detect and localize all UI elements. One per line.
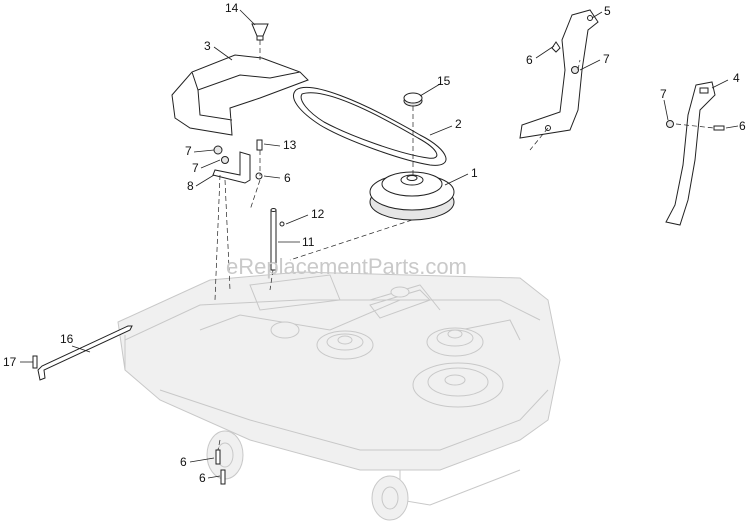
nut-lower-left: [221, 156, 229, 164]
deck-idler-assembly: [270, 286, 431, 339]
callout-5: 5: [604, 4, 611, 18]
side-bracket-lower: [665, 81, 725, 226]
nut-upper-left: [213, 145, 223, 155]
callout-2: 2: [455, 117, 462, 131]
callout-6-lower-bracket: 6: [739, 119, 746, 133]
callout-7-cover: 7: [185, 144, 192, 158]
callout-6-bracket: 6: [284, 171, 291, 185]
lift-rod: [37, 325, 133, 381]
callout-13: 13: [283, 138, 297, 152]
callout-17: 17: [3, 355, 17, 369]
deck-spindle-pulley-front: [412, 362, 504, 408]
leader-lines: [20, 9, 739, 479]
callout-6-wheel-upper: 6: [180, 455, 187, 469]
callout-7-lower-bracket: 7: [660, 87, 667, 101]
callout-8: 8: [187, 179, 194, 193]
hairpin-clip: [279, 221, 285, 227]
callout-7-upper-bracket: 7: [603, 52, 610, 66]
watermark-text: eReplacementParts.com: [226, 254, 467, 279]
deck-spindle-pulley-right: [426, 327, 484, 357]
callout-4: 4: [733, 71, 740, 85]
belt-cover: [171, 54, 309, 136]
bolt-left-bracket: [255, 172, 263, 180]
mower-deck: [117, 271, 561, 506]
callout-6-upper-bracket: 6: [526, 53, 533, 67]
gauge-wheel-front: [206, 430, 244, 480]
support-rod: [270, 208, 277, 271]
callout-labels: 14 3 15 2 7 13 7 8 6 1 12 11 16 17 6 6 5…: [3, 1, 746, 485]
spacer-13: [256, 139, 263, 151]
callout-7-bracket: 7: [192, 161, 199, 175]
callout-14: 14: [225, 1, 239, 15]
wheel-bolt-lower: [220, 469, 226, 485]
drive-belt: [293, 86, 447, 166]
pulley-cap: [403, 92, 423, 107]
engine-pulley: [369, 171, 455, 221]
callout-15: 15: [437, 74, 451, 88]
callout-16: 16: [60, 332, 74, 346]
callout-1: 1: [471, 166, 478, 180]
wheel-bolt-upper: [215, 449, 221, 465]
lift-rod-clip: [32, 355, 38, 369]
cover-knob: [251, 23, 269, 41]
callout-3: 3: [204, 39, 211, 53]
assembly-lines: [214, 40, 715, 451]
deck-spindle-pulley-left: [316, 330, 374, 360]
callout-12: 12: [311, 207, 325, 221]
side-bracket-upper: [519, 9, 599, 139]
cover-bracket: [212, 151, 251, 184]
gauge-wheel-rear: [371, 475, 409, 521]
callout-11: 11: [302, 235, 315, 249]
callout-6-wheel-lower: 6: [199, 471, 206, 485]
